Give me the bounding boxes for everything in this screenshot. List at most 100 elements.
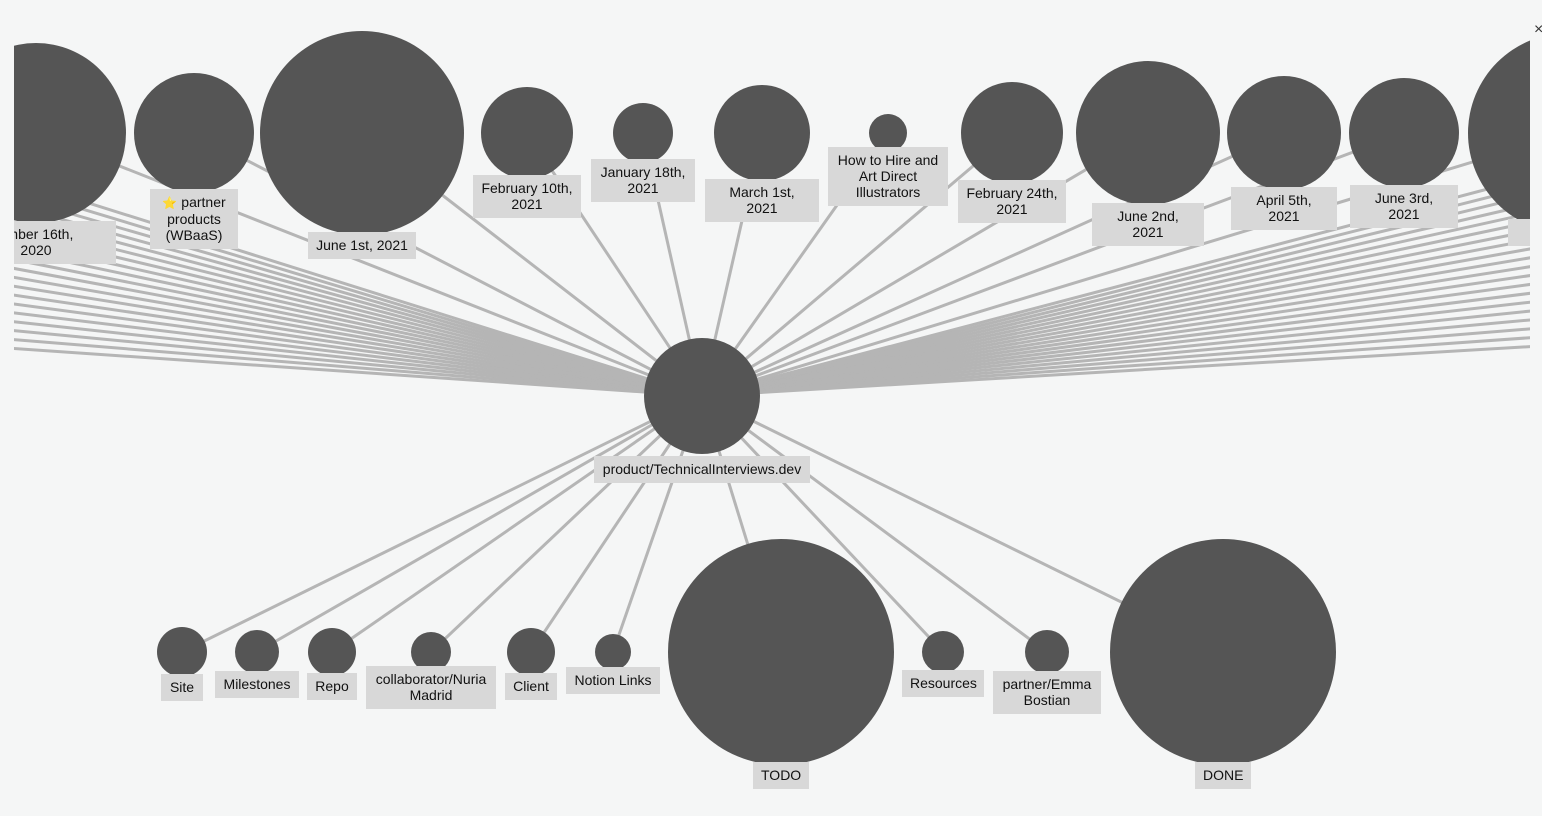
node-label-resources: Resources xyxy=(902,670,984,697)
edge-offscreen-right xyxy=(701,211,1530,398)
edge-offscreen-left xyxy=(14,346,703,398)
node-label-text: How to Hire and Art Direct Illustrators xyxy=(837,152,939,200)
node-center[interactable] xyxy=(644,338,760,454)
node-resources[interactable] xyxy=(922,631,964,673)
node-jun1[interactable] xyxy=(260,31,464,235)
edge-offscreen-left xyxy=(14,329,703,398)
node-label-feb24: February 24th, 2021 xyxy=(958,180,1066,223)
node-label-jun1: June 1st, 2021 xyxy=(308,232,416,259)
node-label-apr5: April 5th, 2021 xyxy=(1231,187,1337,230)
edge-offscreen-right xyxy=(701,300,1530,398)
node-label-text: Repo xyxy=(315,678,349,694)
edge-offscreen-left xyxy=(14,275,703,398)
edge-dec16 xyxy=(35,131,703,398)
edge-offscreen-right xyxy=(701,345,1530,398)
edge-offscreen-right xyxy=(701,318,1530,398)
edge-offscreen-right xyxy=(701,291,1530,398)
node-ja[interactable] xyxy=(1468,33,1542,233)
node-label-text: Client xyxy=(513,678,549,694)
node-label-jun2: June 2nd, 2021 xyxy=(1092,203,1204,246)
node-label-text: June 3rd, 2021 xyxy=(1374,190,1434,222)
edge-offscreen-left xyxy=(14,293,703,398)
edge-offscreen-left xyxy=(14,320,703,398)
node-milestones[interactable] xyxy=(235,630,279,674)
node-jun3[interactable] xyxy=(1349,78,1459,188)
edge-resources xyxy=(700,394,945,654)
node-label-client: Client xyxy=(505,673,557,700)
node-wbaas[interactable] xyxy=(134,73,254,193)
edge-offscreen-right xyxy=(701,274,1530,398)
edge-offscreen-right xyxy=(701,220,1530,398)
node-label-text: product/TechnicalInterviews.dev xyxy=(602,461,802,477)
edge-nuria xyxy=(429,394,704,654)
nodes xyxy=(0,31,1542,765)
close-icon[interactable]: × xyxy=(1534,21,1542,38)
node-label-emma: partner/Emma Bostian xyxy=(993,671,1101,714)
node-dec16[interactable] xyxy=(0,43,126,223)
edge-offscreen-right xyxy=(701,336,1530,398)
edge-offscreen-right xyxy=(701,265,1530,398)
node-label-text: June 1st, 2021 xyxy=(316,237,408,253)
edge-offscreen-right xyxy=(701,282,1530,398)
node-feb24[interactable] xyxy=(961,82,1063,184)
node-emma[interactable] xyxy=(1025,630,1069,674)
node-label-text: March 1st, 2021 xyxy=(729,184,795,216)
node-label-text: partner products (WBaaS) xyxy=(165,194,226,243)
node-label-jun3: June 3rd, 2021 xyxy=(1350,185,1458,228)
node-nuria[interactable] xyxy=(411,632,451,672)
node-label-text: February 24th, 2021 xyxy=(966,185,1058,217)
edge-offscreen-left xyxy=(14,302,703,398)
node-label-text: TODO xyxy=(761,767,802,783)
node-todo[interactable] xyxy=(668,539,894,765)
node-label-wbaas: ⭐partner products (WBaaS) xyxy=(150,189,238,249)
node-apr5[interactable] xyxy=(1227,76,1341,190)
node-label-text: April 5th, 2021 xyxy=(1256,192,1312,224)
node-label-hire: How to Hire and Art Direct Illustrators xyxy=(828,147,948,206)
star-icon: ⭐ xyxy=(162,196,178,210)
edge-offscreen-left xyxy=(14,338,703,398)
node-label-dec16: ember 16th, 2020 xyxy=(0,221,116,264)
node-jun2[interactable] xyxy=(1076,61,1220,205)
node-client[interactable] xyxy=(507,628,555,676)
node-label-jan18: January 18th, 2021 xyxy=(591,159,695,202)
node-hire[interactable] xyxy=(869,114,907,152)
node-label-repo: Repo xyxy=(307,673,357,700)
node-label-milestones: Milestones xyxy=(215,671,299,698)
node-repo[interactable] xyxy=(308,628,356,676)
edge-milestones xyxy=(256,394,703,654)
edge-offscreen-right xyxy=(701,247,1530,398)
node-label-nuria: collaborator/Nuria Madrid xyxy=(366,666,496,709)
node-label-text: Resources xyxy=(910,675,977,691)
edge-offscreen-right xyxy=(701,238,1530,398)
node-mar1[interactable] xyxy=(714,85,810,181)
node-label-text: June 2nd, 2021 xyxy=(1117,208,1179,240)
node-site[interactable] xyxy=(157,627,207,677)
node-feb10[interactable] xyxy=(481,87,573,179)
node-label-site: Site xyxy=(161,674,203,701)
node-label-text: February 10th, 2021 xyxy=(481,180,573,212)
node-label-todo: TODO xyxy=(753,762,809,789)
node-label-text: Milestones xyxy=(223,676,291,692)
node-label-text: ember 16th, 2020 xyxy=(0,226,74,258)
edge-offscreen-left xyxy=(14,258,703,398)
node-label-notion: Notion Links xyxy=(566,667,660,694)
node-notion[interactable] xyxy=(595,634,631,670)
node-label-text: January 18th, 2021 xyxy=(600,164,686,196)
edge-offscreen-left xyxy=(14,249,703,398)
node-label-text: partner/Emma Bostian xyxy=(1002,676,1092,708)
edge-offscreen-left xyxy=(14,284,703,398)
edge-site xyxy=(181,394,703,654)
node-label-text: Notion Links xyxy=(574,672,652,688)
node-label-text: DONE xyxy=(1203,767,1244,783)
node-label-text: Site xyxy=(169,679,195,695)
node-jan18[interactable] xyxy=(613,103,673,163)
node-label-center: product/TechnicalInterviews.dev xyxy=(594,456,810,483)
edge-offscreen-right xyxy=(701,256,1530,398)
edge-offscreen-right xyxy=(701,327,1530,398)
node-label-done: DONE xyxy=(1195,762,1251,789)
edge-offscreen-right xyxy=(701,309,1530,398)
node-done[interactable] xyxy=(1110,539,1336,765)
edge-offscreen-left xyxy=(14,266,703,398)
node-label-text: collaborator/Nuria Madrid xyxy=(375,671,487,703)
